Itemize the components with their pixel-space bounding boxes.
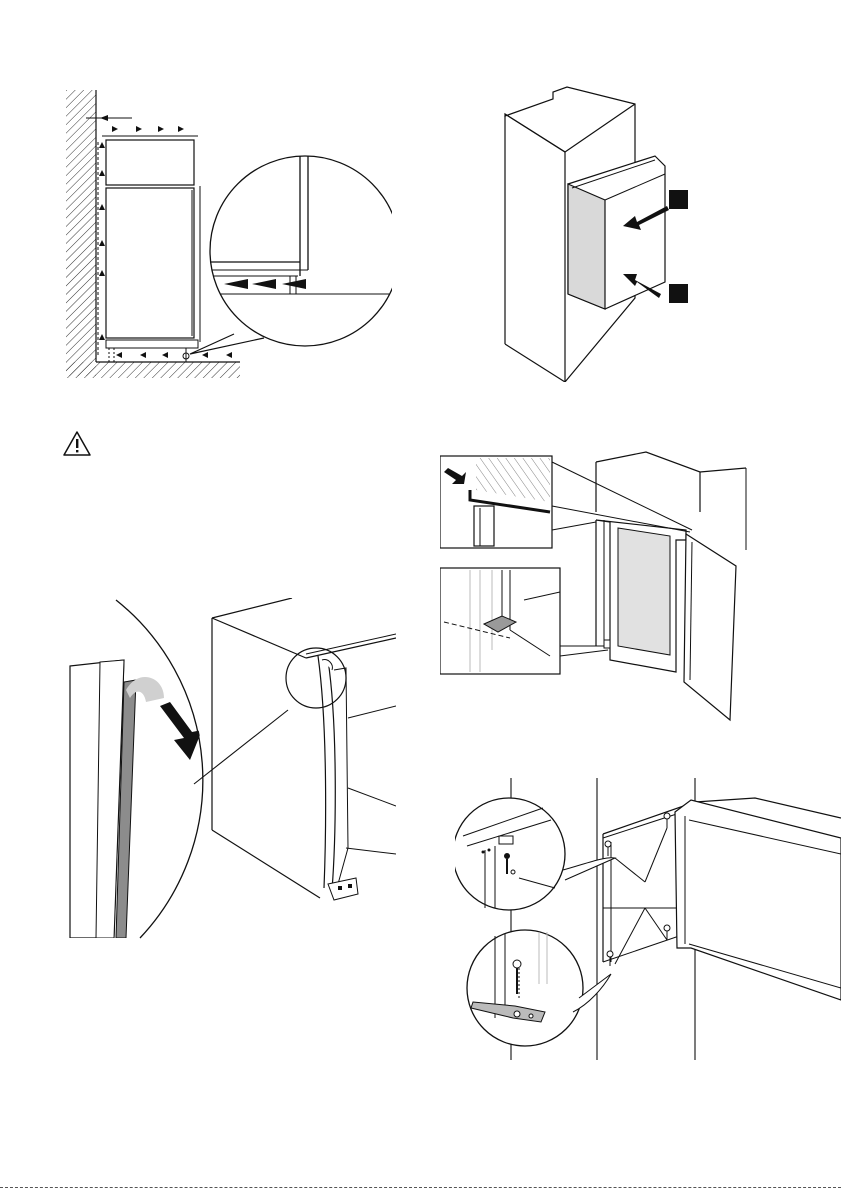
floor-hatch [66,362,240,378]
rear-airflow-arrows [99,142,105,340]
top-airflow-arrows [112,126,184,132]
step-marker-b [669,284,688,303]
open-door [675,800,841,1000]
bottom-airflow-arrows [116,352,232,358]
peel-direction-arrow [160,702,202,760]
detail-magnifier-circle [210,156,392,346]
warning-triangle-icon [62,430,92,458]
bottom-screw-detail-circle [467,930,583,1046]
step-marker-a [669,190,688,209]
ventilation-airflow-diagram [62,86,392,386]
appliance-cabinet [106,188,194,338]
alignment-and-spacer-detail-diagram [440,450,841,725]
seal-detail-circle [286,648,346,708]
push-appliance-into-niche-diagram [495,84,700,382]
appliance-door [568,184,605,309]
cabinet-outline [212,598,292,618]
page-bottom-cut-line [0,1187,841,1188]
fix-with-screws-diagram [455,778,841,1060]
door-seal-strip-removal-diagram [66,598,396,940]
screw-icon [605,813,670,966]
interior-compartment [618,528,670,655]
upper-cabinet [106,140,194,185]
wall-hatch [66,90,96,376]
top-screw-detail-circle [455,798,565,910]
